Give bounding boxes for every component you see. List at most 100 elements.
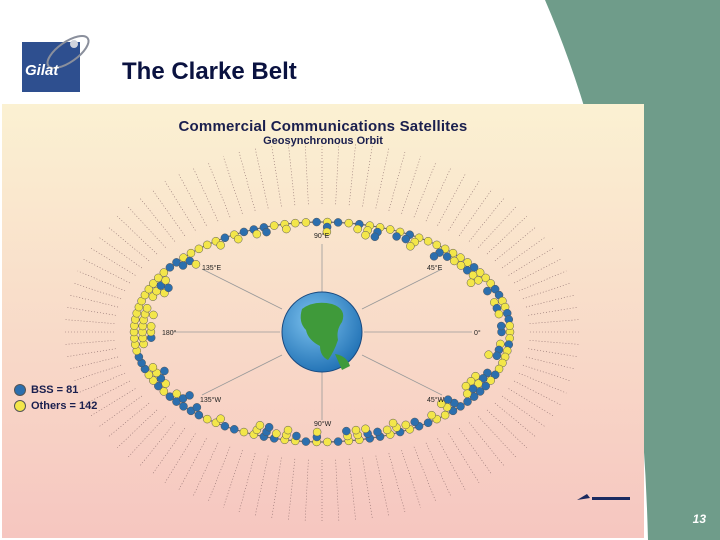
logo-orbit-icon bbox=[46, 34, 90, 70]
satellite-marker bbox=[373, 427, 382, 437]
label-ray bbox=[288, 458, 296, 521]
satellite-marker bbox=[351, 425, 361, 435]
label-ray bbox=[178, 173, 207, 226]
label-ray bbox=[335, 142, 340, 205]
label-ray bbox=[375, 455, 390, 516]
label-ray bbox=[348, 143, 356, 206]
satellite-marker bbox=[440, 410, 450, 420]
poster-title: Commercial Communications Satellites bbox=[178, 118, 468, 135]
satellite-marker bbox=[282, 224, 291, 234]
satellite-marker bbox=[492, 351, 502, 361]
label-ray bbox=[525, 356, 576, 370]
satellite-marker bbox=[323, 437, 332, 447]
satellite-marker bbox=[194, 410, 204, 420]
label-ray bbox=[192, 442, 219, 497]
spokes bbox=[172, 244, 472, 420]
label-ray bbox=[68, 294, 119, 308]
label-ray bbox=[164, 433, 196, 483]
legend-item-others: Others = 142 bbox=[14, 398, 104, 414]
satellite-marker bbox=[220, 421, 230, 431]
satellite-marker bbox=[450, 256, 459, 266]
satellite-marker bbox=[342, 426, 351, 436]
satellite-marker bbox=[463, 389, 472, 398]
satellite-marker bbox=[262, 227, 271, 237]
satellite-marker bbox=[494, 364, 504, 374]
satellite-marker bbox=[456, 261, 466, 270]
satellite-marker bbox=[423, 236, 433, 246]
satellite-marker bbox=[322, 227, 332, 237]
page-number: 13 bbox=[692, 512, 706, 526]
legend-item-bss: BSS = 81 bbox=[14, 382, 104, 398]
longitude-label-90w: 90°W bbox=[314, 420, 332, 428]
satellite-marker bbox=[164, 283, 173, 293]
satellite-marker bbox=[272, 429, 281, 438]
satellite-marker bbox=[185, 391, 194, 400]
satellite-marker bbox=[144, 370, 154, 380]
longitude-label-0: 0° bbox=[474, 329, 481, 337]
legend-label-bss: BSS = 81 bbox=[31, 384, 79, 396]
label-ray bbox=[401, 156, 422, 214]
label-ray bbox=[72, 282, 122, 300]
label-ray bbox=[68, 356, 119, 370]
satellite-marker bbox=[401, 420, 411, 430]
label-ray bbox=[304, 459, 309, 522]
satellite-marker bbox=[165, 263, 175, 272]
satellite-marker bbox=[252, 229, 262, 239]
satellite-marker bbox=[283, 425, 293, 435]
satellite-marker bbox=[239, 227, 249, 237]
satellite-marker bbox=[486, 279, 495, 288]
satellite-marker bbox=[382, 425, 392, 435]
label-ray bbox=[127, 416, 166, 458]
satellite-marker bbox=[149, 310, 158, 320]
satellite-marker bbox=[436, 399, 446, 409]
label-ray bbox=[348, 458, 356, 521]
label-ray bbox=[335, 459, 340, 522]
label-ray bbox=[486, 409, 527, 448]
label-ray bbox=[388, 453, 406, 512]
label-ray bbox=[117, 409, 158, 448]
label-ray bbox=[271, 457, 282, 519]
label-ray bbox=[478, 206, 517, 248]
satellite-marker bbox=[144, 284, 154, 294]
satellite-marker bbox=[490, 284, 500, 294]
label-ray bbox=[486, 216, 527, 255]
satellite-marker bbox=[466, 278, 476, 288]
satellite-marker bbox=[333, 437, 343, 446]
label-ray bbox=[413, 446, 437, 503]
satellite-marker bbox=[233, 234, 243, 244]
longitude-label-45w: 45°W bbox=[427, 396, 445, 404]
label-ray bbox=[518, 372, 567, 394]
satellite-marker bbox=[490, 370, 500, 380]
label-ray bbox=[518, 270, 567, 292]
legend-label-others: Others = 142 bbox=[31, 400, 98, 412]
satellite-marker bbox=[178, 261, 188, 270]
gilat-logo: Gilat bbox=[22, 30, 90, 94]
poster-subtitle: Geosynchronous Orbit bbox=[263, 135, 383, 147]
label-ray bbox=[139, 197, 176, 242]
satellite-marker bbox=[179, 402, 188, 411]
satellite-marker bbox=[429, 252, 439, 261]
satellite-marker bbox=[194, 244, 204, 254]
satellite-marker bbox=[301, 437, 311, 446]
satellite-markers bbox=[129, 217, 515, 447]
label-ray bbox=[207, 161, 231, 218]
satellite-marker bbox=[474, 276, 483, 285]
satellite-marker bbox=[140, 290, 150, 300]
satellite-marker bbox=[463, 266, 472, 275]
satellite-marker bbox=[142, 303, 152, 313]
satellite-marker bbox=[146, 322, 156, 331]
label-ray bbox=[362, 145, 373, 207]
satellite-marker bbox=[160, 366, 169, 376]
satellite-marker bbox=[406, 242, 415, 251]
label-ray bbox=[401, 450, 422, 508]
satellite-marker bbox=[161, 379, 170, 388]
satellite-marker bbox=[290, 218, 300, 228]
blue-dot-icon bbox=[14, 384, 26, 396]
satellite-marker bbox=[423, 418, 433, 428]
satellite-marker bbox=[410, 417, 419, 427]
yellow-dot-icon bbox=[14, 400, 26, 412]
label-ray bbox=[139, 422, 176, 467]
label-ray bbox=[164, 181, 196, 231]
satellite-marker bbox=[361, 424, 370, 434]
label-ray bbox=[254, 148, 269, 209]
